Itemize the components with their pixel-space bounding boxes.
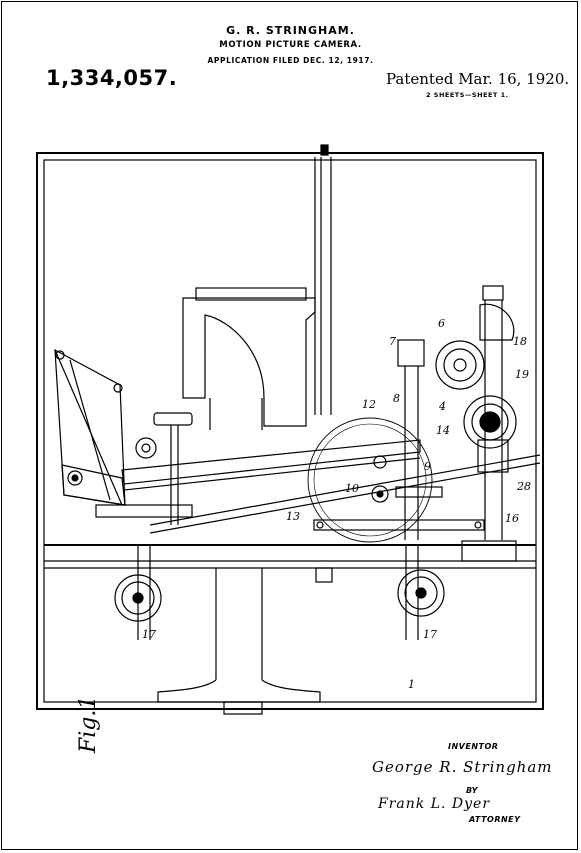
- ref-numeral: 17: [142, 628, 156, 641]
- ref-numeral: 17: [423, 628, 437, 641]
- base-column: [157, 568, 321, 715]
- patent-title: MOTION PICTURE CAMERA.: [219, 40, 362, 50]
- camera-housing: [36, 152, 544, 710]
- right-sprocket: [397, 545, 445, 640]
- ref-numeral: 1: [408, 678, 415, 691]
- left-lever-mechanism: [54, 348, 126, 506]
- knob-post: [95, 412, 193, 525]
- right-gear-train: [435, 285, 517, 540]
- ref-numeral: 13: [286, 510, 300, 523]
- ref-numeral: 10: [345, 482, 359, 495]
- lens-housing: [182, 287, 316, 430]
- ref-numeral: 19: [515, 368, 529, 381]
- ref-numeral: 18: [513, 335, 527, 348]
- middle-shaft: [371, 339, 443, 540]
- ref-numeral: 28: [516, 480, 531, 493]
- film-channel: [121, 439, 541, 534]
- ref-numeral: 7: [389, 335, 396, 348]
- patent-number: 1,334,057.: [46, 66, 178, 90]
- ref-numeral: 9: [424, 460, 431, 473]
- lower-crossbar: [313, 519, 517, 583]
- attorney-label: ATTORNEY: [469, 815, 521, 824]
- ref-numeral: 12: [362, 398, 376, 411]
- ref-numeral: 6: [438, 317, 445, 330]
- ref-numeral: 14: [436, 424, 450, 437]
- top-shaft: [314, 144, 332, 415]
- patented-date: Patented Mar. 16, 1920.: [386, 70, 570, 88]
- attorney-signature: Frank L. Dyer: [378, 796, 491, 812]
- ref-numeral: 4: [438, 400, 446, 413]
- ref-numeral: 8: [393, 392, 400, 405]
- by-label: BY: [466, 786, 478, 795]
- ref-numeral: 16: [505, 512, 519, 525]
- figure-label: Fig.1: [76, 695, 101, 753]
- application-filed: APPLICATION FILED DEC. 12, 1917.: [207, 56, 374, 65]
- inventor-signature: George R. Stringham: [372, 758, 553, 776]
- inventor-name: G. R. STRINGHAM.: [226, 24, 355, 37]
- sheet-count: 2 SHEETS—SHEET 1.: [426, 91, 509, 99]
- inventor-label: INVENTOR: [448, 742, 499, 751]
- left-sprocket: [114, 545, 162, 640]
